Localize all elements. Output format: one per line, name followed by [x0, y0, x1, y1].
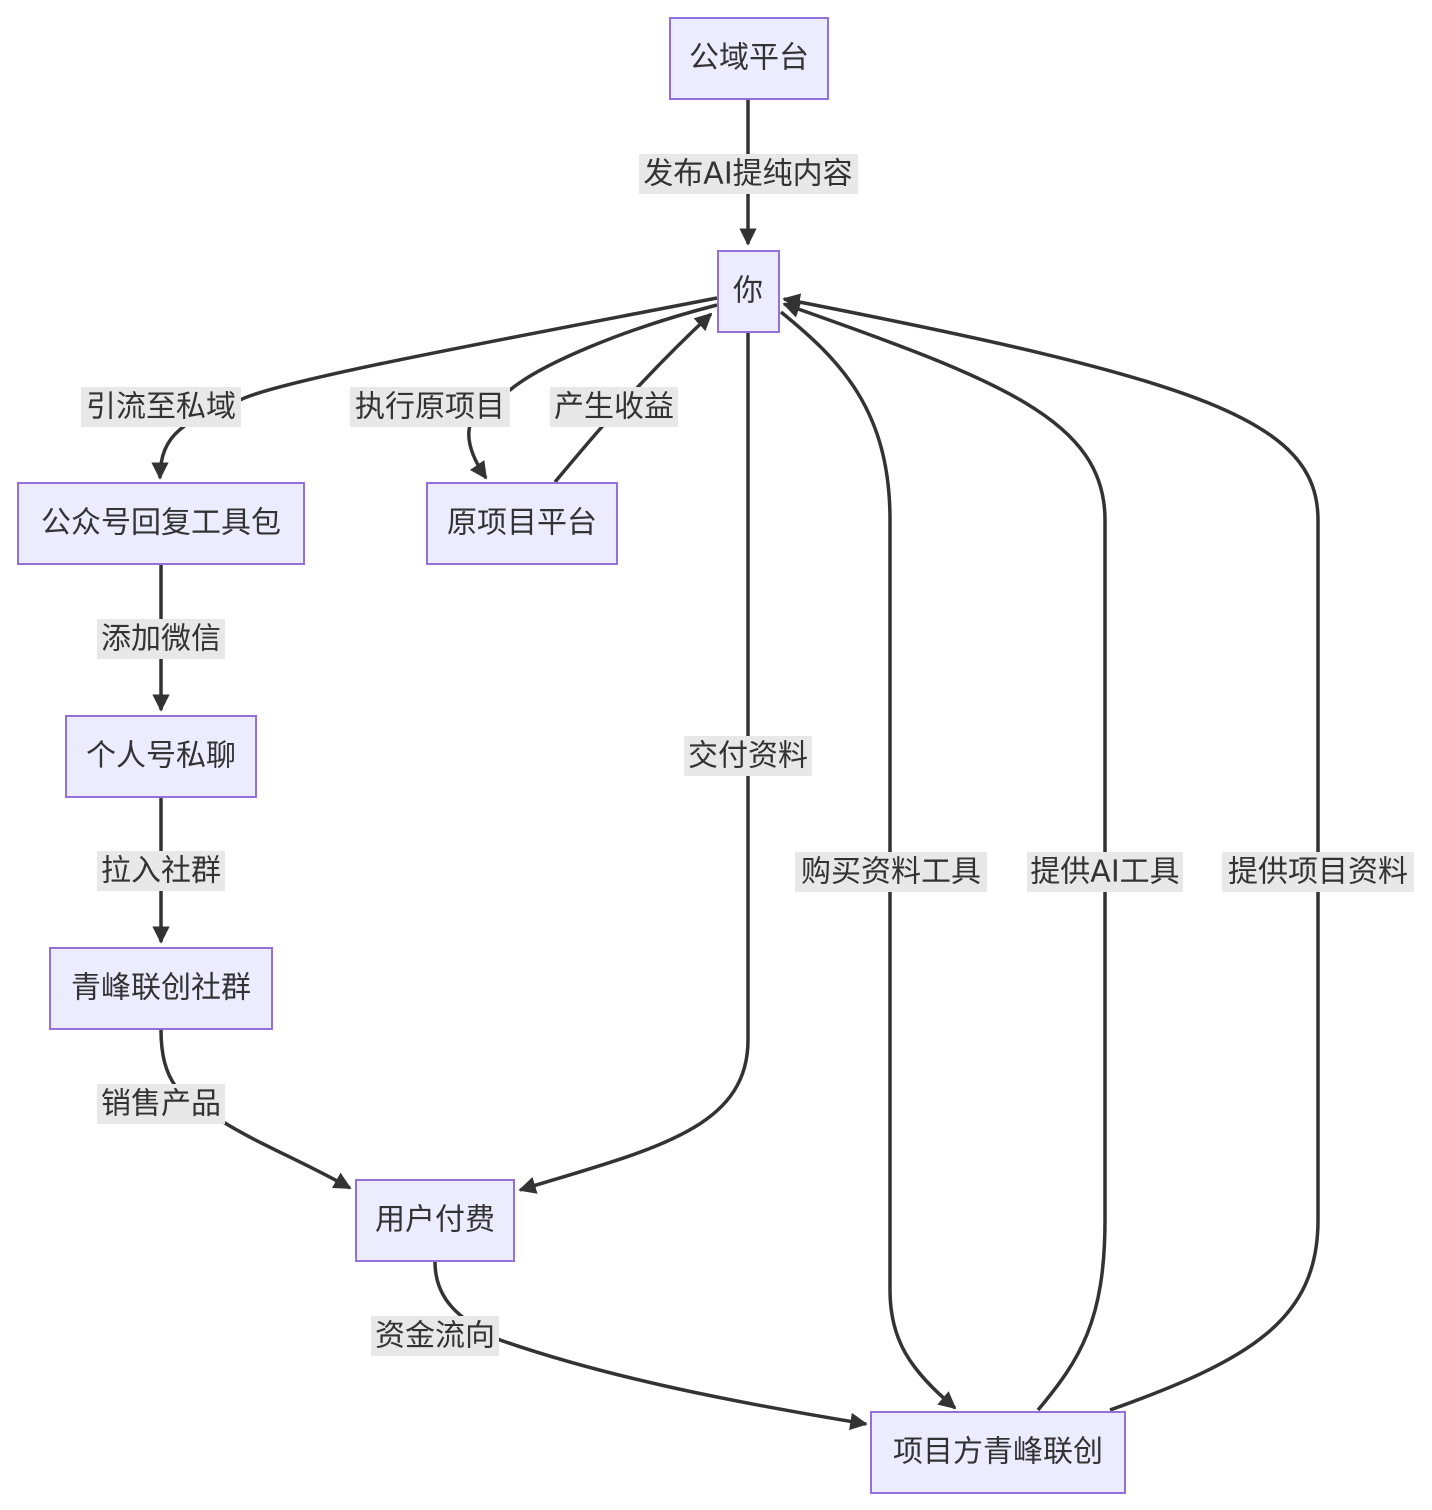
- svg-text:销售产品: 销售产品: [101, 1087, 221, 1122]
- node-private-chat[interactable]: 个人号私聊: [65, 715, 257, 798]
- svg-text:发布AI提纯内容: 发布AI提纯内容: [643, 157, 852, 192]
- edge-labels: 发布AI提纯内容 引流至私域 执行原项目 产生收益 交付资料 购买资料工具 提供…: [81, 154, 1414, 1356]
- edge-label-deliver-materials: 交付资料: [684, 736, 812, 776]
- edge-label-divert-private: 引流至私域: [81, 387, 241, 427]
- svg-text:拉入社群: 拉入社群: [101, 854, 221, 889]
- edge-you-to-project-owner: [779, 310, 957, 1410]
- nodes: 公域平台 你 公众号回复工具包 原项目平台 个人号私聊 青峰联创社群 用户付费: [17, 17, 1126, 1494]
- svg-text:添加微信: 添加微信: [101, 622, 221, 657]
- svg-text:青峰联创社群: 青峰联创社群: [71, 971, 251, 1006]
- edge-label-publish: 发布AI提纯内容: [639, 154, 858, 194]
- svg-text:产生收益: 产生收益: [554, 390, 674, 425]
- edge-label-join-group: 拉入社群: [97, 851, 225, 891]
- svg-text:执行原项目: 执行原项目: [355, 390, 505, 425]
- svg-text:公众号回复工具包: 公众号回复工具包: [41, 506, 281, 541]
- svg-text:公域平台: 公域平台: [689, 41, 809, 76]
- edge-label-money-flow: 资金流向: [371, 1316, 499, 1356]
- svg-text:提供AI工具: 提供AI工具: [1030, 855, 1179, 890]
- svg-text:你: 你: [733, 274, 763, 309]
- svg-text:交付资料: 交付资料: [688, 739, 808, 774]
- node-user-payment[interactable]: 用户付费: [355, 1179, 515, 1262]
- node-public-platform[interactable]: 公域平台: [669, 17, 829, 100]
- edge-label-add-wechat: 添加微信: [97, 619, 225, 659]
- edge-label-execute-original: 执行原项目: [350, 387, 510, 427]
- edge-you-to-original-platform: [467, 303, 718, 480]
- svg-text:引流至私域: 引流至私域: [86, 390, 236, 425]
- edge-project-owner-to-you-ai-tools: [782, 300, 1107, 1412]
- edge-label-provide-project-materials: 提供项目资料: [1222, 852, 1414, 892]
- svg-text:资金流向: 资金流向: [375, 1319, 495, 1354]
- edge-user-payment-to-project-owner: [433, 1261, 868, 1431]
- edge-you-to-user-payment: [518, 333, 750, 1194]
- edge-you-to-reply-toolkit: [151, 296, 718, 480]
- svg-text:购买资料工具: 购买资料工具: [801, 855, 981, 890]
- edge-label-sell-products: 销售产品: [97, 1084, 225, 1124]
- edge-label-provide-ai-tools: 提供AI工具: [1027, 852, 1183, 892]
- edge-label-buy-tools: 购买资料工具: [795, 852, 987, 892]
- node-original-platform[interactable]: 原项目平台: [426, 482, 618, 565]
- svg-text:原项目平台: 原项目平台: [447, 506, 597, 541]
- edge-project-owner-to-you-materials: [782, 293, 1320, 1412]
- edge-label-generate-income: 产生收益: [550, 387, 678, 427]
- svg-text:提供项目资料: 提供项目资料: [1228, 855, 1408, 890]
- svg-text:项目方青峰联创: 项目方青峰联创: [893, 1435, 1103, 1470]
- svg-text:用户付费: 用户付费: [375, 1203, 495, 1238]
- node-reply-toolkit[interactable]: 公众号回复工具包: [17, 482, 305, 565]
- svg-text:个人号私聊: 个人号私聊: [86, 739, 236, 774]
- node-qingfeng-community[interactable]: 青峰联创社群: [49, 947, 273, 1030]
- node-you[interactable]: 你: [717, 250, 780, 333]
- edges: [151, 100, 1320, 1431]
- node-project-owner[interactable]: 项目方青峰联创: [870, 1411, 1126, 1494]
